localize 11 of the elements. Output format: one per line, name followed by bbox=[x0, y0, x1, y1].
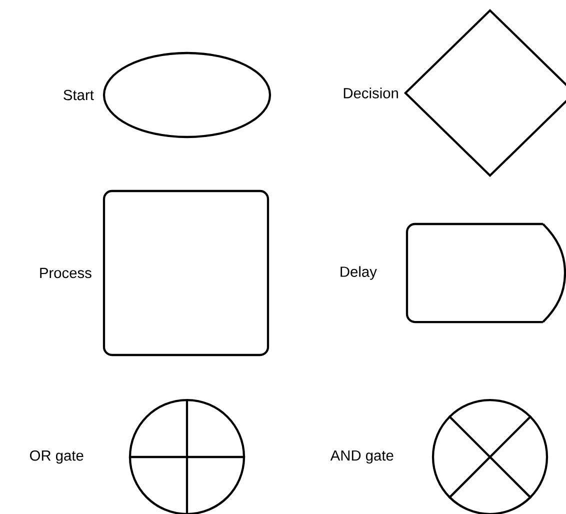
shape-label: Delay bbox=[340, 266, 377, 280]
shape-label: Decision bbox=[344, 88, 398, 98]
shape-label: AND gate bbox=[330, 450, 394, 464]
process-box bbox=[102, 190, 270, 356]
shape-label: Process bbox=[40, 268, 92, 278]
or-gate-symbol bbox=[128, 398, 246, 514]
ellipse-shape bbox=[102, 52, 272, 138]
shape-label: OR gate bbox=[30, 450, 84, 464]
delay-shape bbox=[406, 222, 566, 324]
and-gate-symbol bbox=[432, 398, 548, 514]
shape-label: Start bbox=[64, 90, 94, 100]
